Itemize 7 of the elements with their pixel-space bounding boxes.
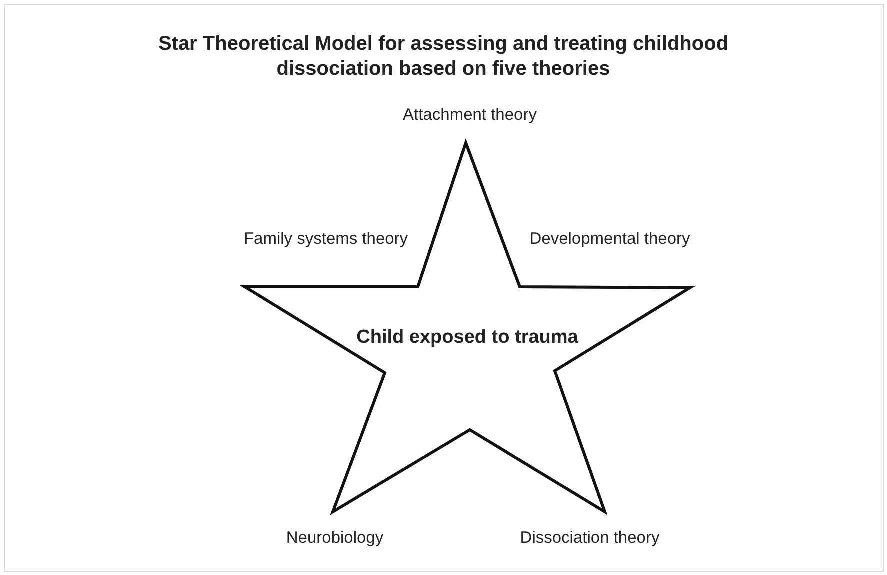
- theory-label: Attachment theory: [402, 105, 538, 126]
- diagram-title: Star Theoretical Model for assessing and treating childhood dissociation based on five theories: [157, 32, 730, 82]
- theory-label: Family systems theory: [242, 229, 410, 250]
- theory-label: Neurobiology: [285, 528, 385, 549]
- theory-label: Dissociation theory: [519, 528, 661, 549]
- center-label: Child exposed to trauma: [356, 326, 580, 350]
- theory-label: Developmental theory: [528, 229, 692, 250]
